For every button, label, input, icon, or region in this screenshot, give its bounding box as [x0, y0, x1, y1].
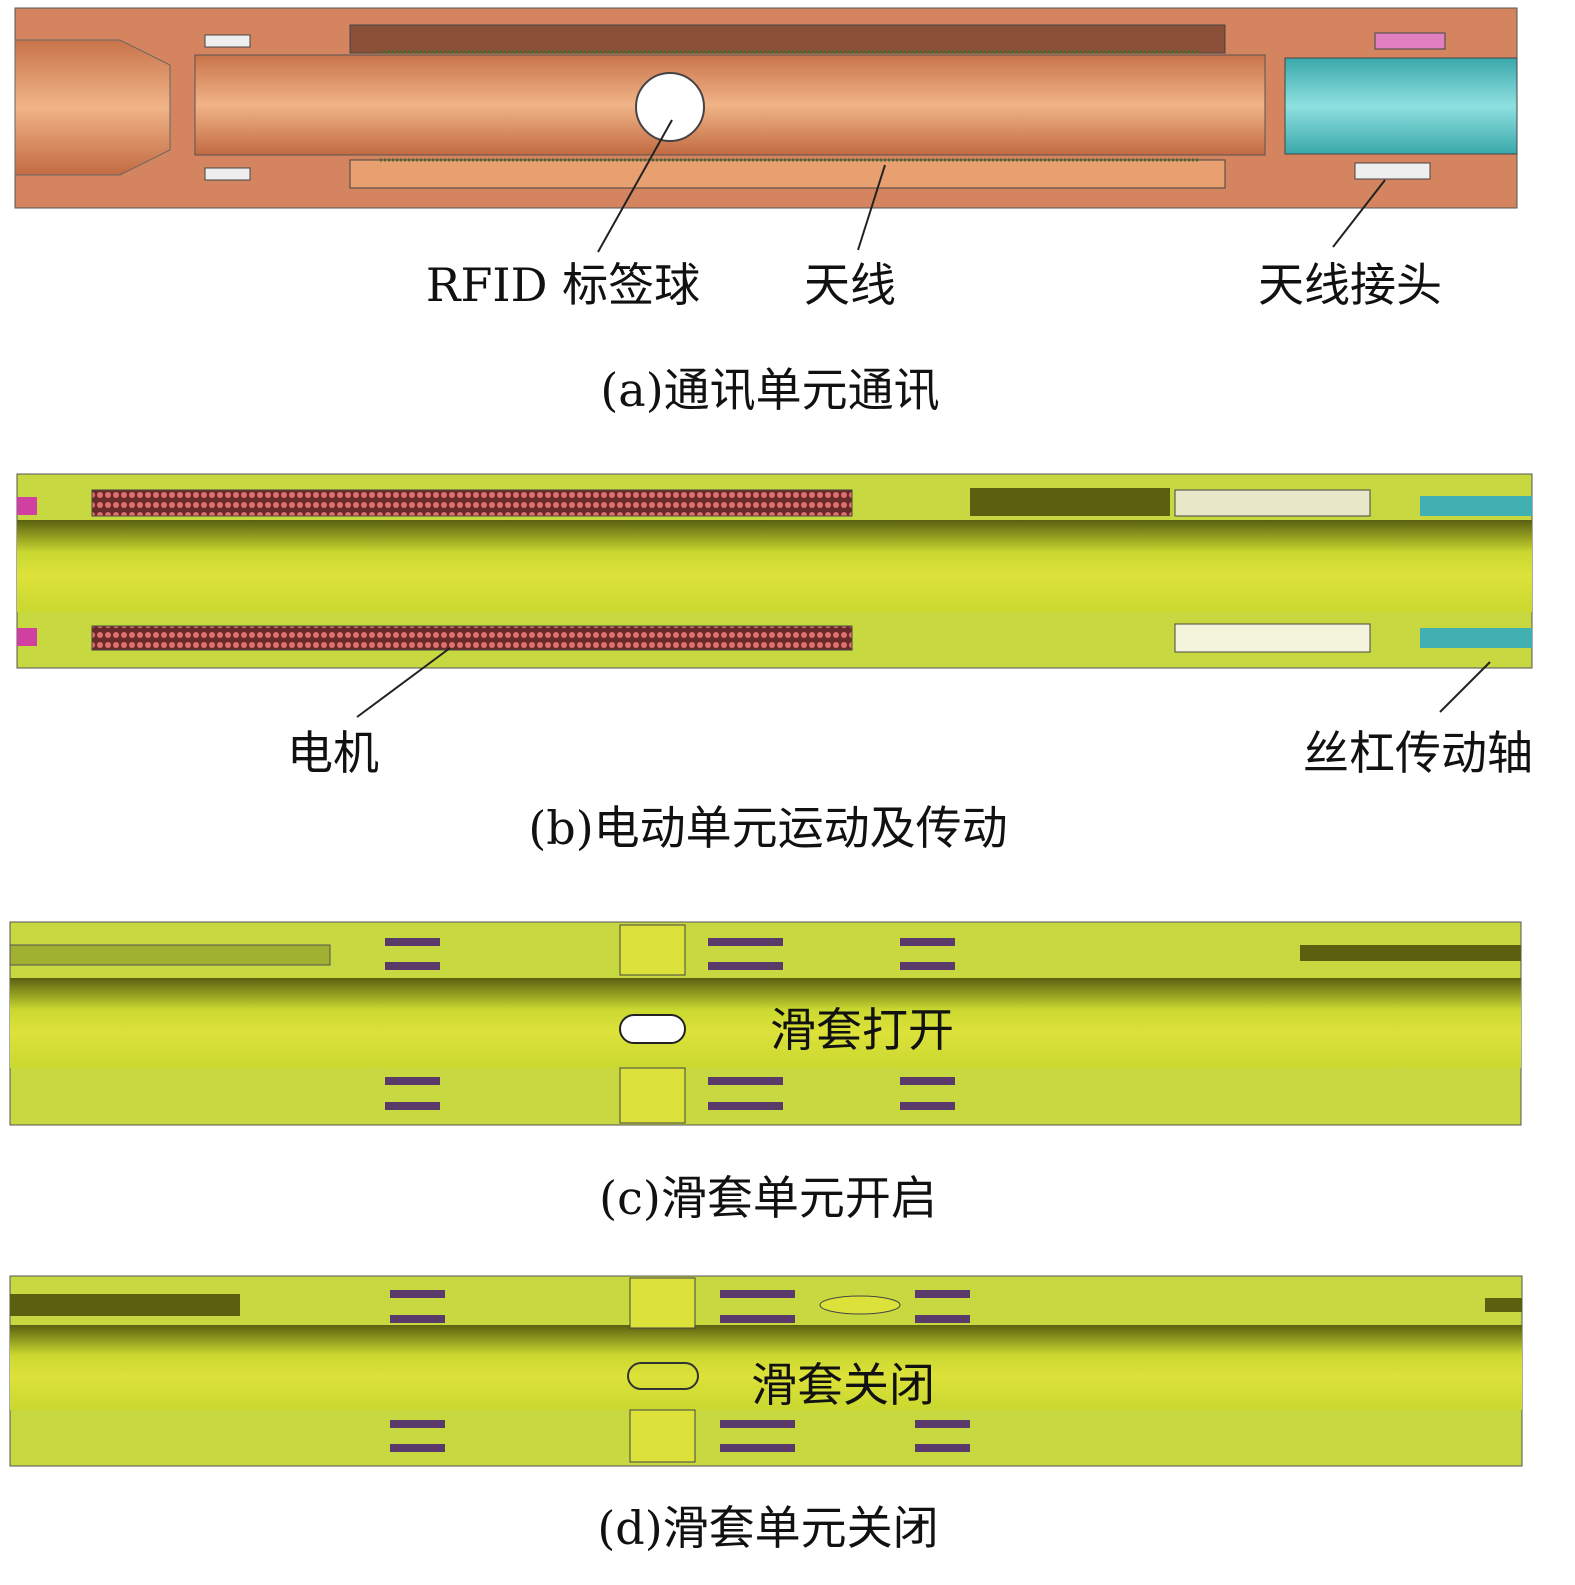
caption-a: (a)通讯单元通讯 [600, 363, 940, 417]
panel-a-communication-unit [14, 7, 1518, 253]
label-sleeve-open: 滑套打开 [770, 1003, 954, 1057]
rfid-ball-icon [635, 72, 705, 142]
caption-b: (b)电动单元运动及传动 [528, 801, 1008, 855]
label-antenna: 天线 [804, 258, 896, 312]
label-sleeve-closed: 滑套关闭 [751, 1358, 935, 1412]
panel-b-electric-unit [16, 473, 1533, 718]
label-motor: 电机 [287, 726, 379, 780]
caption-c: (c)滑套单元开启 [599, 1171, 937, 1225]
panel-c-sleeve-open [9, 921, 1522, 1126]
label-antenna-connector: 天线接头 [1258, 258, 1442, 312]
panel-d-sleeve-closed [9, 1275, 1523, 1467]
label-rfid-ball: RFID 标签球 [425, 258, 701, 312]
label-lead-screw-shaft: 丝杠传动轴 [1303, 726, 1533, 780]
caption-d: (d)滑套单元关闭 [597, 1501, 939, 1555]
